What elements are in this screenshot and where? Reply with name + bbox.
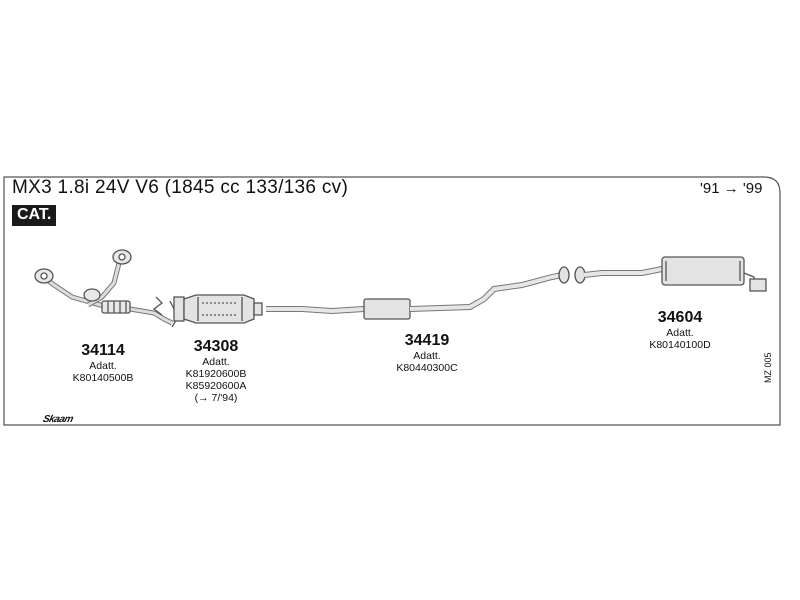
part-ref: K80140500B: [72, 372, 134, 384]
part-34419-drawing: [266, 266, 570, 320]
part-label-34308: 34308 Adatt. K81920600B K85920600A (→ 7/…: [186, 338, 247, 404]
part-adapter-label: Adatt.: [202, 356, 230, 368]
exhaust-diagram: [3, 176, 781, 426]
part-ref: K81920600B: [185, 368, 247, 380]
part-number: 34114: [81, 342, 125, 359]
part-label-34419: 34419 Adatt. K80440300C: [396, 332, 457, 374]
part-number: 34604: [657, 309, 703, 326]
part-34114-drawing: [34, 249, 174, 326]
year-range: '91 → '99: [700, 180, 763, 197]
part-34604-drawing: [574, 256, 767, 292]
part-ref: K80140100D: [649, 339, 711, 351]
part-adapter-label: Adatt.: [89, 360, 117, 372]
part-number: 34419: [404, 332, 450, 349]
diagram-panel: [2, 173, 781, 426]
part-adapter-label: Adatt.: [666, 327, 694, 339]
part-label-34604: 34604 Adatt. K80140100D: [649, 309, 710, 351]
vehicle-title: MX3 1.8i 24V V6 (1845 cc 133/136 cv): [12, 177, 349, 198]
part-ref: K80440300C: [396, 362, 458, 374]
diagram-code: MZ 005: [763, 352, 773, 383]
cat-badge: CAT.: [12, 205, 57, 226]
part-34308-drawing: [169, 294, 263, 328]
part-adapter-label: Adatt.: [413, 350, 441, 362]
part-label-34114: 34114 Adatt. K80140500B: [73, 342, 134, 384]
part-ref: K85920600A: [185, 380, 247, 392]
part-number: 34308: [193, 338, 239, 355]
part-note: (→ 7/'94): [194, 392, 238, 404]
brand-logo: Skaam: [41, 414, 75, 425]
